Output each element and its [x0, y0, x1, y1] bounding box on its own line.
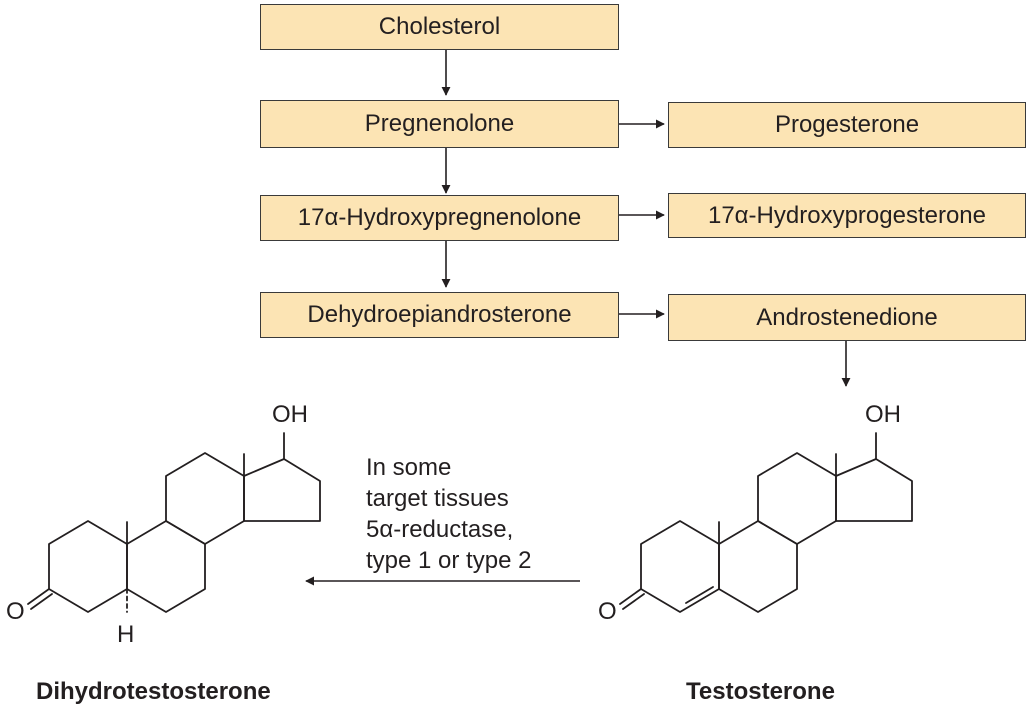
dht-name: Dihydrotestosterone: [36, 678, 271, 705]
hydroxyprogesterone-box: 17α-Hydroxyprogesterone: [668, 193, 1026, 238]
dhea-box: Dehydroepiandrosterone: [260, 292, 619, 338]
note-line-1: In some: [366, 454, 452, 481]
testosterone-name: Testosterone: [686, 678, 835, 705]
dht-o-label: O: [6, 598, 25, 625]
dht-structure: [27, 432, 321, 613]
note-line-2: target tissues: [366, 485, 509, 512]
progesterone-box: Progesterone: [668, 102, 1026, 148]
conversion-note: In some target tissues 5α-reductase, typ…: [366, 452, 531, 576]
dht-oh-label: OH: [272, 401, 308, 428]
testosterone-o-label: O: [598, 598, 617, 625]
note-line-3: 5α-reductase,: [366, 516, 514, 543]
pregnenolone-box: Pregnenolone: [260, 100, 619, 148]
note-line-4: type 1 or type 2: [366, 547, 532, 574]
testosterone-oh-label: OH: [865, 401, 901, 428]
androstenedione-box: Androstenedione: [668, 294, 1026, 341]
testosterone-structure: [619, 432, 913, 613]
cholesterol-box: Cholesterol: [260, 4, 619, 50]
hydroxypregnenolone-box: 17α-Hydroxypregnenolone: [260, 195, 619, 241]
dht-h-label: H: [117, 621, 135, 648]
